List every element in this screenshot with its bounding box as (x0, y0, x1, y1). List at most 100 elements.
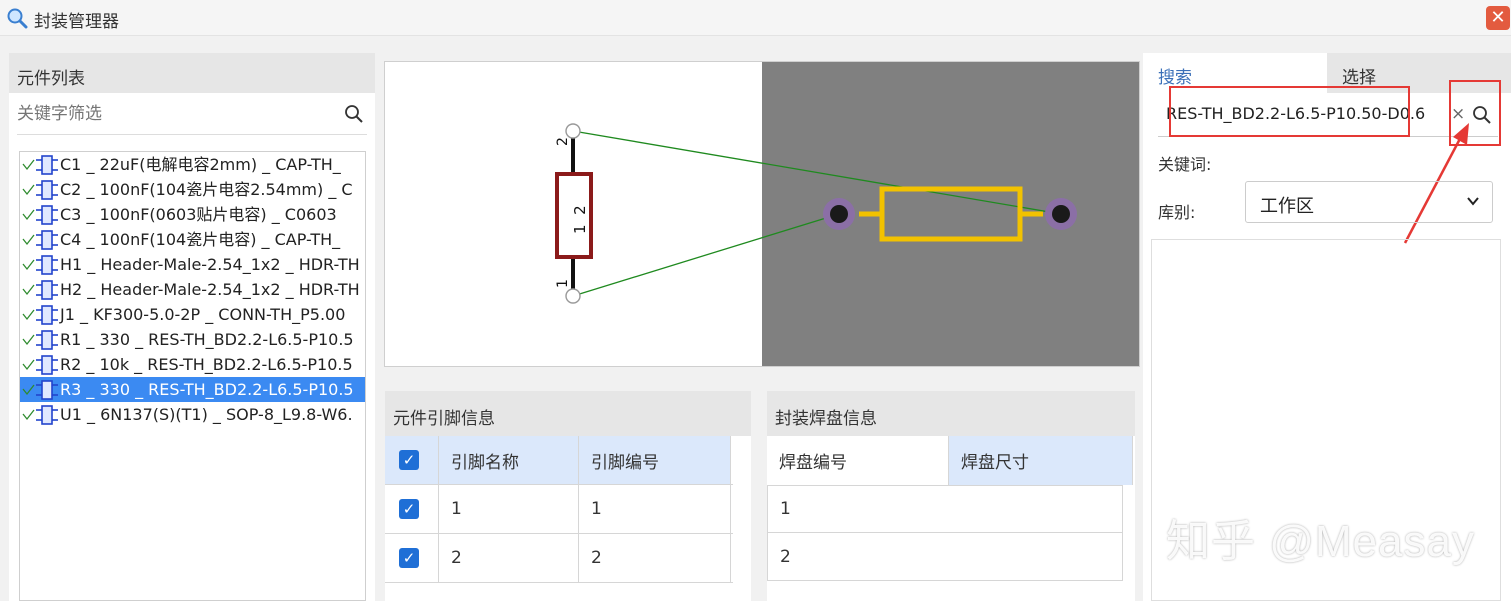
select-all-cell[interactable]: ✓ (385, 436, 439, 484)
component-icon (36, 180, 58, 200)
search-query[interactable]: RES-TH_BD2.2-L6.5-P10.50-D0.6 (1166, 104, 1426, 123)
component-icon (36, 280, 58, 300)
pad-number-cell: 1 (780, 499, 791, 519)
watermark: 知乎 @Measay (1166, 517, 1475, 566)
tree-item[interactable]: C4 _ 100nF(104瓷片电容) _ CAP-TH_ (20, 227, 365, 252)
tree-item-label: R2 _ 10k _ RES-TH_BD2.2-L6.5-P10.5 (60, 355, 353, 374)
silkscreen-body (879, 186, 1023, 242)
library-select[interactable]: 工作区 (1245, 181, 1493, 223)
tree-item-label: J1 _ KF300-5.0-2P _ CONN-TH_P5.00 (60, 305, 346, 324)
col-pin-number[interactable]: 引脚编号 (579, 436, 731, 484)
search-icon[interactable] (1471, 104, 1493, 126)
check-mark-icon (22, 284, 35, 296)
search-icon[interactable] (343, 103, 365, 125)
keyword-label: 关键词: (1158, 155, 1212, 174)
tree-item[interactable]: H1 _ Header-Male-2.54_1x2 _ HDR-TH (20, 252, 365, 277)
table-row[interactable]: 2 (767, 533, 1123, 581)
tree-item[interactable]: J1 _ KF300-5.0-2P _ CONN-TH_P5.00 (20, 302, 365, 327)
component-tree: C1 _ 22uF(电解电容2mm) _ CAP-TH_ C2 _ 100nF(1… (19, 151, 366, 601)
pin-name-cell: 2 (439, 534, 579, 582)
table-row[interactable]: ✓ 2 2 (385, 534, 733, 583)
tree-item[interactable]: C1 _ 22uF(电解电容2mm) _ CAP-TH_ (20, 152, 365, 177)
magnifier-app-icon (7, 8, 28, 29)
check-mark-icon (22, 234, 35, 246)
tree-item-label: U1 _ 6N137(S)(T1) _ SOP-8_L9.8-W6. (60, 405, 353, 424)
component-list-panel: 元件列表 C1 _ 22uF(电解电容2mm) _ CAP-TH_ C2 _ 10… (9, 53, 375, 601)
pin-number-cell: 2 (579, 534, 731, 582)
pad-number-cell: 2 (780, 546, 791, 567)
highlight-search-button (1449, 80, 1501, 146)
annotation-arrow (1403, 123, 1469, 244)
pad-table-header-row: 焊盘编号 焊盘尺寸 (767, 436, 1133, 485)
check-mark-icon (22, 159, 35, 171)
tree-item-label: C1 _ 22uF(电解电容2mm) _ CAP-TH_ (60, 155, 341, 174)
col-pin-name[interactable]: 引脚名称 (439, 436, 579, 484)
component-list-header: 元件列表 (9, 53, 375, 93)
component-icon (36, 355, 58, 375)
tree-item-label: C4 _ 100nF(104瓷片电容) _ CAP-TH_ (60, 230, 341, 249)
check-mark-icon (22, 209, 35, 221)
component-icon (36, 155, 58, 175)
component-icon (36, 380, 58, 400)
row-checkbox[interactable]: ✓ (399, 499, 419, 519)
row-checkbox[interactable]: ✓ (399, 548, 419, 568)
table-row[interactable]: ✓ 1 1 (385, 485, 733, 534)
tree-item-label: R1 _ 330 _ RES-TH_BD2.2-L6.5-P10.5 (60, 330, 354, 349)
tree-item-label: C3 _ 100nF(0603贴片电容) _ C0603 (60, 205, 337, 224)
title-bar: 封装管理器 ✕ (0, 0, 1511, 36)
component-icon (36, 255, 58, 275)
row-check-cell[interactable]: ✓ (385, 485, 439, 533)
preview-drawing: 2 1 1 2 (555, 123, 1077, 304)
col-pad-number[interactable]: 焊盘编号 (767, 436, 949, 485)
symbol-pin-end (565, 288, 581, 304)
component-icon (36, 330, 58, 350)
close-button[interactable]: ✕ (1486, 6, 1510, 30)
tree-item[interactable]: C2 _ 100nF(104瓷片电容2.54mm) _ C (20, 177, 365, 202)
tree-item-label: R3 _ 330 _ RES-TH_BD2.2-L6.5-P10.5 (60, 380, 354, 399)
ratsnest-line (572, 213, 840, 297)
pin-table-header-row: ✓ 引脚名称 引脚编号 (385, 436, 733, 485)
tree-item[interactable]: R1 _ 330 _ RES-TH_BD2.2-L6.5-P10.5 (20, 327, 365, 352)
symbol-pin-label-bottom: 1 (555, 279, 571, 288)
library-value: 工作区 (1260, 196, 1314, 217)
tree-item-label: H1 _ Header-Male-2.54_1x2 _ HDR-TH (60, 255, 360, 274)
table-row[interactable]: 1 (767, 485, 1123, 533)
pad-info-panel: 封装焊盘信息 焊盘编号 焊盘尺寸 1 2 (767, 391, 1135, 601)
filter-input[interactable] (17, 99, 337, 129)
pad-info-header: 封装焊盘信息 (767, 391, 1135, 436)
component-icon (36, 205, 58, 225)
pin-info-header: 元件引脚信息 (385, 391, 751, 436)
chevron-down-icon (1467, 197, 1479, 206)
select-all-checkbox[interactable]: ✓ (399, 450, 419, 470)
check-mark-icon (22, 359, 35, 371)
filter-bar (17, 93, 367, 135)
tree-item-label: H2 _ Header-Male-2.54_1x2 _ HDR-TH (60, 280, 360, 299)
pad-1-hole (830, 205, 848, 223)
col-pad-size[interactable]: 焊盘尺寸 (949, 436, 1133, 485)
footprint-preview: 2 1 1 2 (384, 61, 1140, 367)
check-mark-icon (22, 259, 35, 271)
check-mark-icon (22, 409, 35, 421)
component-icon (36, 305, 58, 325)
tree-item-label: C2 _ 100nF(104瓷片电容2.54mm) _ C (60, 180, 353, 199)
check-mark-icon (22, 334, 35, 346)
symbol-pin-label-top: 2 (555, 137, 571, 146)
tree-item[interactable]: U1 _ 6N137(S)(T1) _ SOP-8_L9.8-W6. (20, 402, 365, 427)
pin-number-cell: 1 (579, 485, 731, 533)
pad-2-hole (1052, 205, 1070, 223)
symbol-body (555, 172, 593, 259)
tree-item[interactable]: R3 _ 330 _ RES-TH_BD2.2-L6.5-P10.5 (20, 377, 365, 402)
check-mark-icon (22, 384, 35, 396)
clear-icon[interactable]: × (1451, 104, 1466, 124)
symbol-body-label: 1 2 (571, 205, 589, 234)
tree-item[interactable]: R2 _ 10k _ RES-TH_BD2.2-L6.5-P10.5 (20, 352, 365, 377)
pin-info-panel: 元件引脚信息 ✓ 引脚名称 引脚编号 ✓ 1 1 ✓ 2 2 (385, 391, 751, 601)
ratsnest-line (572, 130, 1062, 215)
tree-item[interactable]: C3 _ 100nF(0603贴片电容) _ C0603 (20, 202, 365, 227)
row-check-cell[interactable]: ✓ (385, 534, 439, 582)
component-icon (36, 230, 58, 250)
highlight-search-query (1169, 86, 1410, 137)
check-mark-icon (22, 184, 35, 196)
tree-item[interactable]: H2 _ Header-Male-2.54_1x2 _ HDR-TH (20, 277, 365, 302)
search-panel: 搜索 选择 RES-TH_BD2.2-L6.5-P10.50-D0.6 × 关键… (1143, 53, 1511, 601)
